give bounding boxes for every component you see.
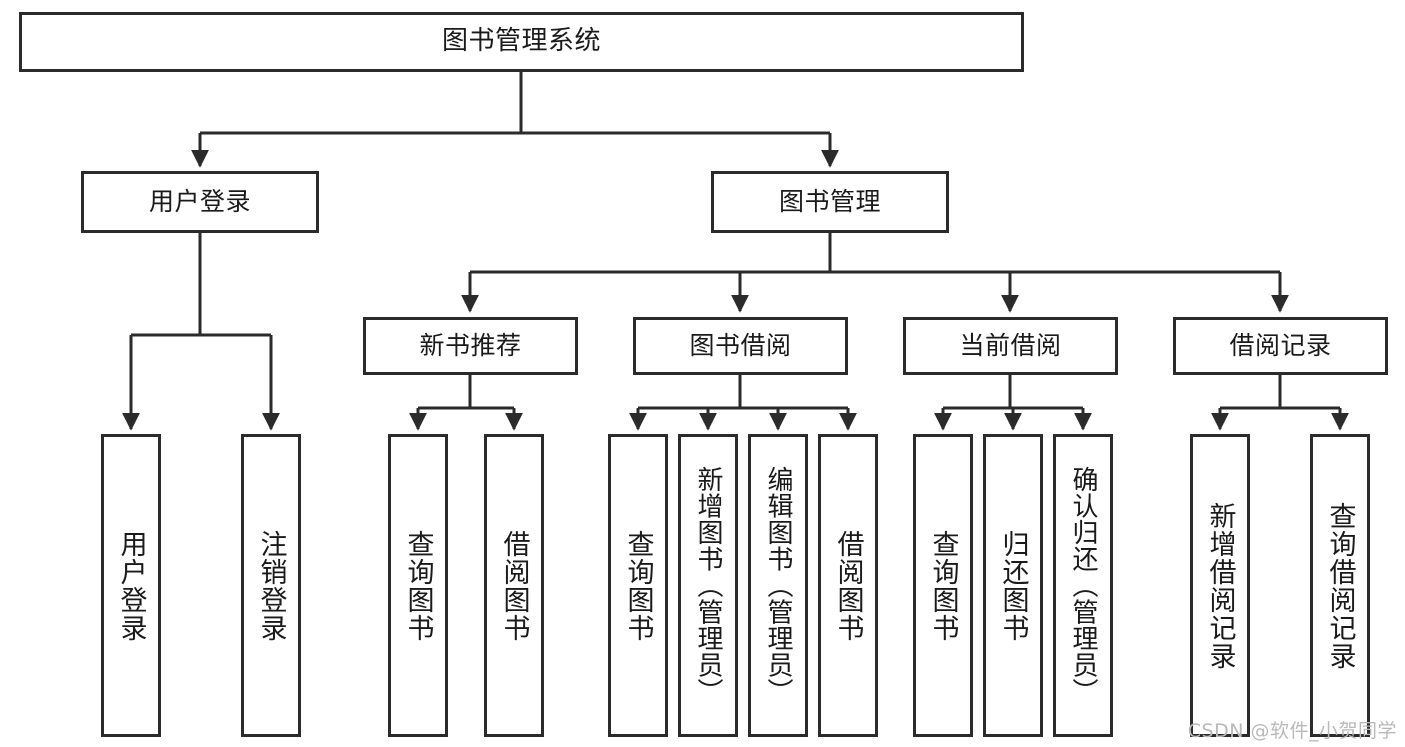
node-label: 借阅图书 — [498, 529, 530, 642]
node-label: 查询借阅记录 — [1324, 501, 1356, 670]
node-label: 借阅图书 — [832, 529, 864, 642]
node-user-login[interactable]: 用户登录 — [81, 171, 319, 233]
node-label: 查询图书 — [927, 529, 959, 642]
node-leaf-query-book-current[interactable]: 查询图书 — [913, 434, 973, 737]
node-label: 查询图书 — [622, 529, 654, 642]
node-label: 查询图书 — [402, 529, 434, 642]
node-label: 编辑图书（管理员） — [763, 466, 793, 705]
node-label: 图书借阅 — [689, 330, 792, 360]
node-leaf-query-borrow-record[interactable]: 查询借阅记录 — [1310, 434, 1370, 737]
node-book-management[interactable]: 图书管理 — [711, 171, 949, 233]
node-current-borrow[interactable]: 当前借阅 — [903, 317, 1118, 375]
node-leaf-confirm-return-admin[interactable]: 确认归还（管理员） — [1053, 434, 1113, 737]
node-label: 图书管理系统 — [441, 26, 601, 57]
node-label: 图书管理 — [778, 186, 881, 216]
node-leaf-query-book-recommend[interactable]: 查询图书 — [388, 434, 448, 737]
node-leaf-user-login[interactable]: 用户登录 — [101, 434, 161, 737]
node-label: 确认归还（管理员） — [1068, 466, 1098, 705]
node-label: 新书推荐 — [419, 330, 522, 360]
node-label: 注销登录 — [255, 529, 287, 642]
node-new-book-recommend[interactable]: 新书推荐 — [363, 317, 578, 375]
node-leaf-add-borrow-record[interactable]: 新增借阅记录 — [1190, 434, 1250, 737]
node-leaf-logout[interactable]: 注销登录 — [241, 434, 301, 737]
node-label: 借阅记录 — [1229, 330, 1332, 360]
node-book-borrow[interactable]: 图书借阅 — [633, 317, 848, 375]
node-label: 当前借阅 — [959, 330, 1062, 360]
node-label: 用户登录 — [115, 529, 147, 642]
node-leaf-query-book-borrow[interactable]: 查询图书 — [608, 434, 668, 737]
node-label: 新增借阅记录 — [1204, 501, 1236, 670]
node-leaf-return-book[interactable]: 归还图书 — [983, 434, 1043, 737]
watermark: CSDN @软件_小贺同学 — [1187, 720, 1397, 742]
node-label: 归还图书 — [997, 529, 1029, 642]
node-borrow-record[interactable]: 借阅记录 — [1173, 317, 1388, 375]
node-book-management-system[interactable]: 图书管理系统 — [19, 12, 1024, 72]
node-leaf-edit-book-admin[interactable]: 编辑图书（管理员） — [748, 434, 808, 737]
node-label: 用户登录 — [148, 186, 251, 216]
node-leaf-borrow-book-recommend[interactable]: 借阅图书 — [484, 434, 544, 737]
node-label: 新增图书（管理员） — [693, 466, 723, 705]
node-leaf-add-book-admin[interactable]: 新增图书（管理员） — [678, 434, 738, 737]
node-leaf-borrow-book[interactable]: 借阅图书 — [818, 434, 878, 737]
